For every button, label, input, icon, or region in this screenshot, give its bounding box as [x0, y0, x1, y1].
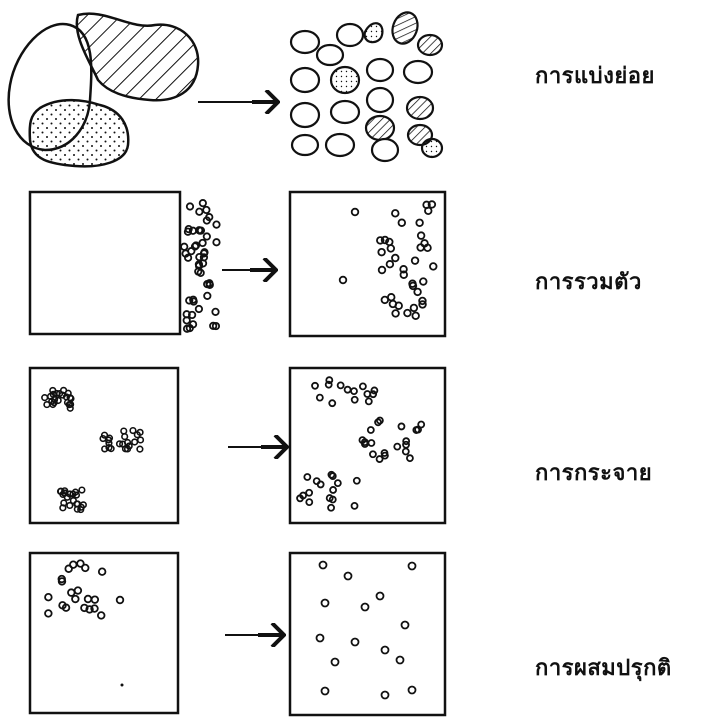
particle	[203, 207, 209, 213]
row2-box-after	[290, 192, 445, 336]
row1-label: การแบ่งย่อย	[535, 58, 655, 93]
large-dotted-particle	[30, 100, 129, 166]
row1-after	[291, 9, 442, 161]
particle	[204, 233, 210, 239]
particle	[196, 209, 202, 215]
particle	[196, 306, 202, 312]
particle	[188, 248, 194, 254]
row4-box-after	[290, 553, 445, 715]
large-hatched-particle	[77, 14, 198, 101]
row4-box-before	[30, 553, 178, 713]
particle	[213, 221, 219, 227]
particle	[204, 293, 210, 299]
row2-label: การรวมตัว	[535, 264, 642, 299]
particle	[199, 240, 205, 246]
particle	[181, 244, 187, 250]
stray-dot	[121, 684, 124, 687]
particle	[213, 239, 219, 245]
row2-box-before	[30, 192, 180, 334]
particle	[200, 200, 206, 206]
particle	[187, 203, 193, 209]
row1-before	[9, 14, 199, 167]
row2-before-particles	[181, 200, 220, 332]
row4-label: การผสมปรุกติ	[535, 650, 672, 685]
row3-label: การกระจาย	[535, 455, 652, 490]
particle	[212, 309, 218, 315]
